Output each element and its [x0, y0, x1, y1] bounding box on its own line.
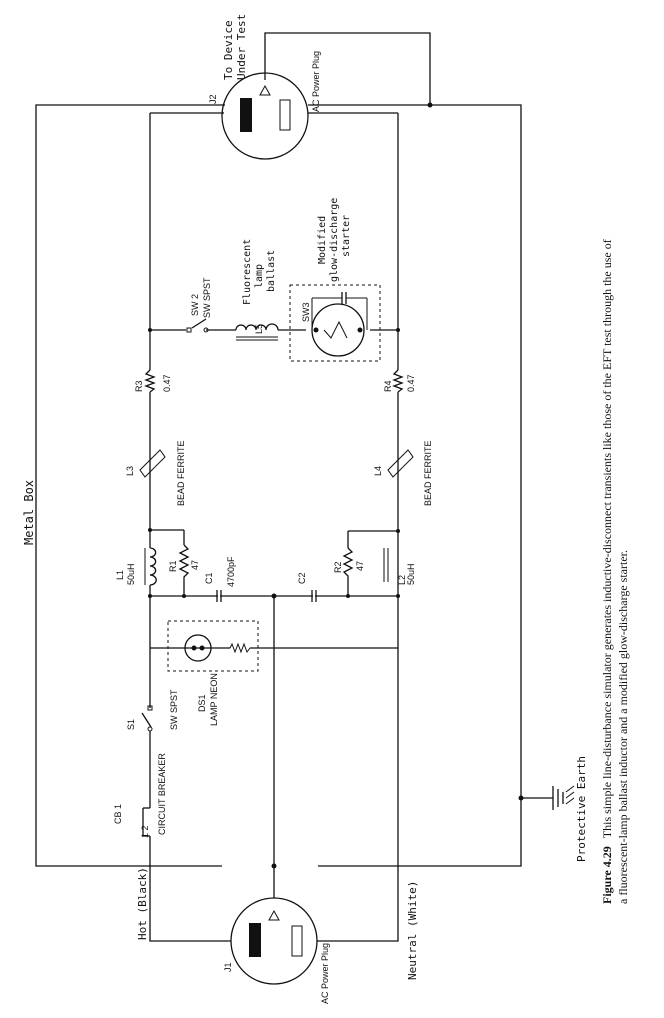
l5-ref: L5	[254, 324, 264, 334]
r2-ref: R2	[333, 561, 343, 573]
resistor-r3	[144, 369, 156, 393]
l3-ref: L3	[125, 466, 135, 476]
dut-earth-wire	[264, 32, 431, 105]
protective-earth-label: Protective Earth	[575, 756, 588, 862]
figure-caption-line2: a fluorescent-lamp ballast inductor and …	[616, 550, 630, 904]
r1-value: 47	[190, 560, 200, 570]
sw2-ref: SW 2	[190, 294, 200, 316]
junction-dot	[148, 528, 152, 532]
r3-value: 0.47	[162, 374, 172, 392]
l1-ref: L1	[115, 570, 125, 580]
circuit-breaker-cb1	[142, 807, 150, 837]
ferrite-bead-l4	[387, 449, 414, 478]
sw3-line1: Modified	[317, 216, 328, 264]
resistor-r1	[178, 544, 190, 580]
junction-dot	[396, 594, 400, 598]
s1-name: SW SPST	[169, 689, 179, 730]
l4-ref: L4	[373, 466, 383, 476]
sw3-line2: glow-discharge	[329, 198, 340, 282]
c1-ref: C1	[204, 572, 214, 584]
l1-value: 50uH	[126, 563, 136, 585]
inductor-l5-ballast	[235, 323, 279, 341]
capacitor-c1	[216, 590, 222, 602]
protective-earth-symbol	[518, 785, 575, 810]
r3-ref: R3	[134, 380, 144, 392]
cb1-name: CIRCUIT BREAKER	[157, 753, 167, 835]
junction-dot	[182, 594, 186, 598]
metal-box-enclosure	[35, 104, 522, 867]
capacitor-c2	[311, 590, 317, 602]
r4-value: 0.47	[406, 374, 416, 392]
neutral-line-wiring	[308, 112, 399, 942]
switch-s1	[141, 705, 153, 732]
inductor-l2	[383, 548, 389, 582]
neon-lamp-ds1	[184, 634, 251, 662]
cb1-ref: CB 1	[113, 804, 123, 824]
c1-value: 4700pF	[226, 556, 236, 587]
neutral-label: Neutral (White)	[406, 881, 419, 980]
s1-ref: S1	[126, 719, 136, 730]
j2-name: AC Power Plug	[311, 51, 321, 112]
sw3-line3: starter	[341, 215, 352, 257]
ds1-dashed-box	[167, 620, 259, 672]
j1-ref: J1	[223, 962, 233, 972]
junction-dot	[148, 594, 152, 598]
l2-ref: L2	[397, 575, 407, 585]
junction-dot	[346, 594, 350, 598]
j2-ref: J2	[208, 94, 218, 104]
hot-line-wiring	[149, 112, 231, 942]
r2-value: 47	[355, 561, 365, 571]
l5-line2: lamp	[254, 264, 265, 288]
sw3-dashed-box	[289, 284, 381, 362]
sw2-name: SW SPST	[202, 277, 212, 318]
hot-label: Hot (Black)	[136, 867, 149, 940]
junction-dot	[427, 102, 433, 108]
junction-dot	[148, 328, 152, 332]
plug-j1	[230, 897, 318, 985]
l4-name: BEAD FERRITE	[423, 440, 433, 506]
figure-caption-line1: Figure 4.29 This simple line-disturbance …	[600, 239, 614, 904]
l3-name: BEAD FERRITE	[176, 440, 186, 506]
figure-caption-text1: This simple line-disturbance simulator g…	[600, 239, 614, 838]
metal-box-label: Metal Box	[22, 480, 36, 545]
ds1-name: LAMP NEON	[209, 673, 219, 726]
junction-dot	[396, 529, 400, 533]
r4-ref: R4	[383, 380, 393, 392]
glow-starter-sw3	[311, 292, 368, 357]
cb1-pins: 1 2	[140, 825, 150, 838]
plug-j2	[221, 72, 309, 160]
resistor-r4	[392, 369, 404, 393]
inductor-l1	[144, 547, 157, 586]
l5-line3: ballast	[266, 250, 277, 292]
r1-ref: R1	[168, 560, 178, 572]
ds1-ref: DS1	[197, 694, 207, 712]
ferrite-bead-l3	[139, 449, 166, 478]
junction-dot	[396, 328, 400, 332]
switch-sw2	[186, 318, 209, 333]
resistor-r2	[342, 547, 354, 578]
dut-label-line2: Under Test	[235, 14, 248, 80]
j1-name: AC Power Plug	[320, 943, 330, 1004]
l2-value: 50uH	[406, 563, 416, 585]
dut-label-line1: To Device	[222, 20, 235, 80]
figure-caption-label: Figure 4.29	[600, 846, 614, 904]
sw3-ref: SW3	[301, 302, 311, 322]
junction-dot	[271, 863, 277, 869]
l5-line1: Fluorescent	[242, 239, 253, 305]
c2-ref: C2	[297, 572, 307, 584]
